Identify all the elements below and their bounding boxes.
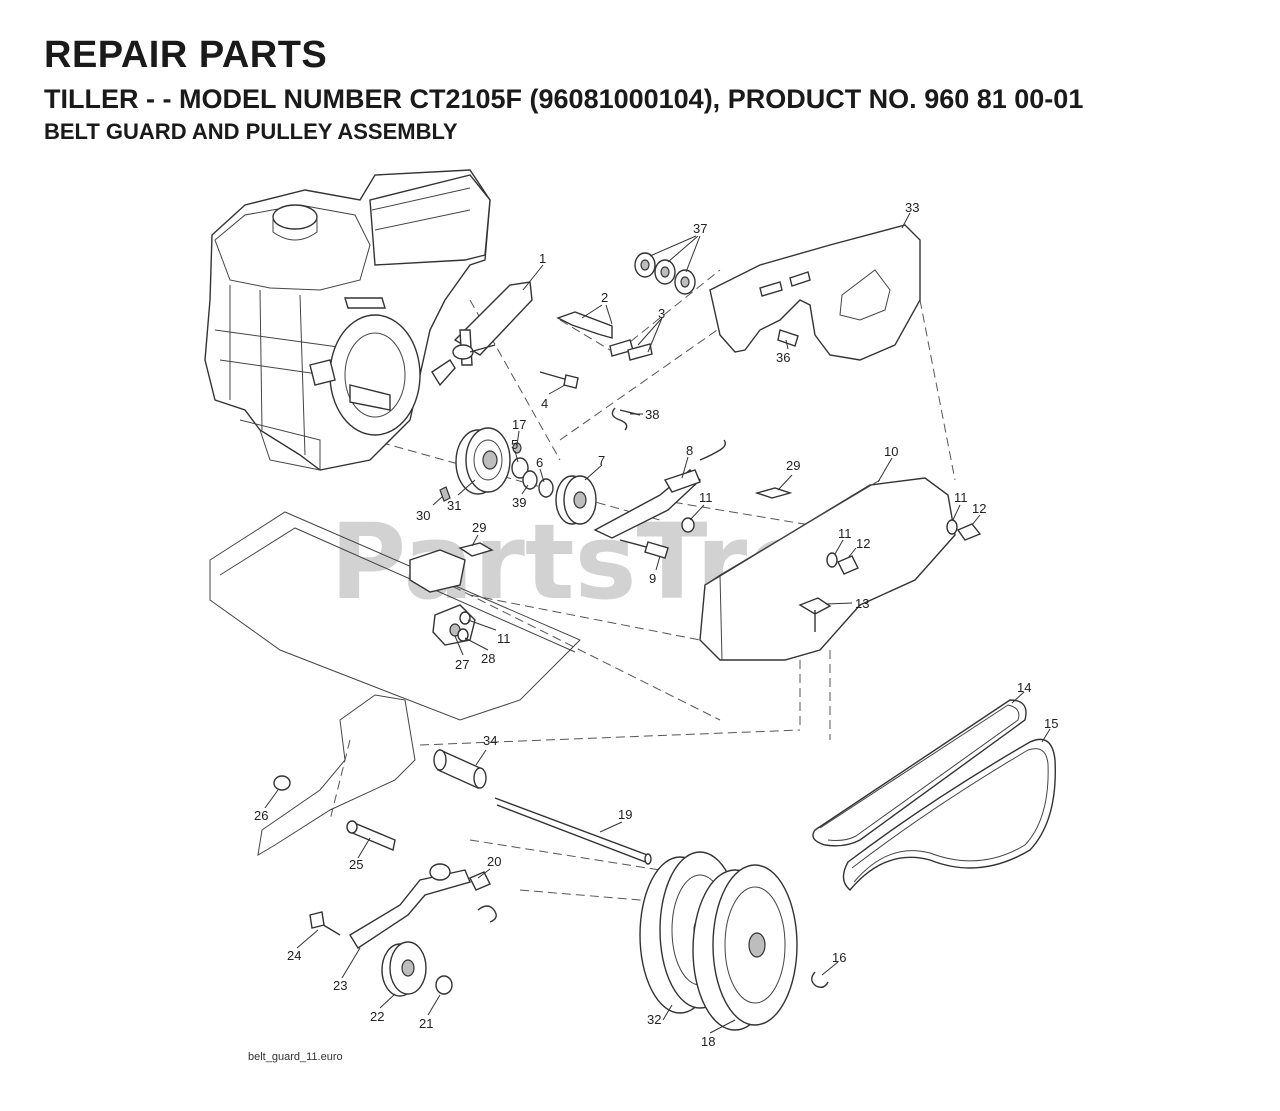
part-6-washer [538, 478, 554, 498]
part-4-bolt [539, 371, 579, 389]
callout-label: 13 [855, 596, 869, 611]
part-38-clip [611, 407, 641, 431]
part-12-knob-a [956, 523, 982, 541]
part-20-nut [469, 871, 491, 891]
callout-labels: 1 2 3 4 5 6 7 8 9 10 11 11 11 11 12 12 1… [254, 200, 1058, 1049]
part-11-washer-d [459, 611, 471, 625]
callout-label: 30 [416, 508, 430, 523]
part-1-bracket [431, 281, 533, 387]
callout-label: 11 [699, 490, 713, 505]
part-16-clip [811, 971, 829, 989]
callout-label: 32 [647, 1012, 661, 1027]
part-34-spacer [433, 748, 487, 790]
part-5-bearing [511, 457, 529, 479]
callout-label: 33 [905, 200, 919, 215]
part-11-washer-a [681, 517, 695, 533]
part-39-spacer [522, 470, 538, 490]
callout-label: 24 [287, 948, 301, 963]
part-21-nut [435, 975, 453, 995]
callout-label: 14 [1017, 680, 1031, 695]
part-11-washer-b [946, 519, 958, 535]
callout-label: 19 [618, 807, 632, 822]
part-12-knob-b [837, 555, 859, 575]
part-9-bolt [619, 539, 669, 559]
part-30-key [439, 486, 451, 502]
callout-label: 8 [686, 443, 693, 458]
part-3-bolts [609, 339, 653, 361]
callout-label: 31 [447, 498, 461, 513]
part-15-belt-inner [851, 748, 1049, 883]
callout-label: 11 [838, 526, 852, 541]
callout-label: 17 [512, 417, 526, 432]
tiller-frame [257, 694, 416, 856]
callout-label: 36 [776, 350, 790, 365]
callout-label: 29 [472, 520, 486, 535]
page-title: REPAIR PARTS [44, 34, 328, 76]
part-18-drive-pulley [692, 864, 798, 1031]
part-37-washers [634, 252, 696, 295]
part-19-shaft [494, 797, 652, 865]
part-29-clip-b [458, 542, 494, 557]
callout-label: 7 [598, 453, 605, 468]
drawing-filename: belt_guard_11.euro [248, 1051, 343, 1063]
part-22-pulley [381, 941, 427, 997]
part-26-nut [273, 775, 291, 791]
tine-shield [209, 511, 581, 721]
assembly-section-title: BELT GUARD AND PULLEY ASSEMBLY [44, 119, 458, 144]
callout-label: 25 [349, 857, 363, 872]
callout-label: 10 [884, 444, 898, 459]
part-7-idler-pulley [555, 475, 597, 525]
model-subtitle: TILLER - - MODEL NUMBER CT2105F (9608100… [44, 84, 1084, 114]
callout-label: 9 [649, 571, 656, 586]
callout-label: 26 [254, 808, 268, 823]
part-2-bracket [556, 311, 613, 339]
part-31-pulley [455, 427, 511, 495]
callout-label: 34 [483, 733, 497, 748]
part-25-pin [346, 820, 396, 851]
callout-label: 12 [972, 501, 986, 516]
callout-label: 16 [832, 950, 846, 965]
part-15-belt [842, 738, 1056, 891]
callout-label: 21 [419, 1016, 433, 1031]
part-13-bolt [798, 597, 832, 632]
callout-label: 4 [541, 396, 548, 411]
callout-label: 2 [601, 290, 608, 305]
callout-label: 38 [645, 407, 659, 422]
part-14-belt [812, 699, 1027, 847]
part-33-belt-guard [709, 224, 921, 361]
part-8-idler-arm [593, 439, 727, 539]
callout-label: 22 [370, 1009, 384, 1024]
callout-label: 28 [481, 651, 495, 666]
callout-label: 11 [954, 490, 968, 505]
callout-label: 6 [536, 455, 543, 470]
part-36-bolt [777, 329, 799, 347]
callout-label: 39 [512, 495, 526, 510]
part-23-idler-arm [349, 863, 471, 949]
callout-label: 5 [511, 437, 518, 452]
callout-label: 12 [856, 536, 870, 551]
part-29-clip-a [754, 487, 793, 499]
callout-label: 18 [701, 1034, 715, 1049]
callout-label: 20 [487, 854, 501, 869]
callout-label: 11 [497, 631, 511, 646]
callout-label: 27 [455, 657, 469, 672]
engine [204, 169, 491, 471]
callout-label: 15 [1044, 716, 1058, 731]
part-14-belt-inner [819, 704, 1020, 841]
callout-label: 1 [539, 251, 546, 266]
part-10-belt-cover [699, 477, 956, 661]
callout-label: 29 [786, 458, 800, 473]
part-11-washer-c [826, 552, 838, 568]
part-24-bolt [309, 911, 341, 936]
callout-label: 3 [658, 306, 665, 321]
callout-label: 37 [693, 221, 707, 236]
idler-spring [477, 905, 497, 923]
callout-label: 23 [333, 978, 347, 993]
